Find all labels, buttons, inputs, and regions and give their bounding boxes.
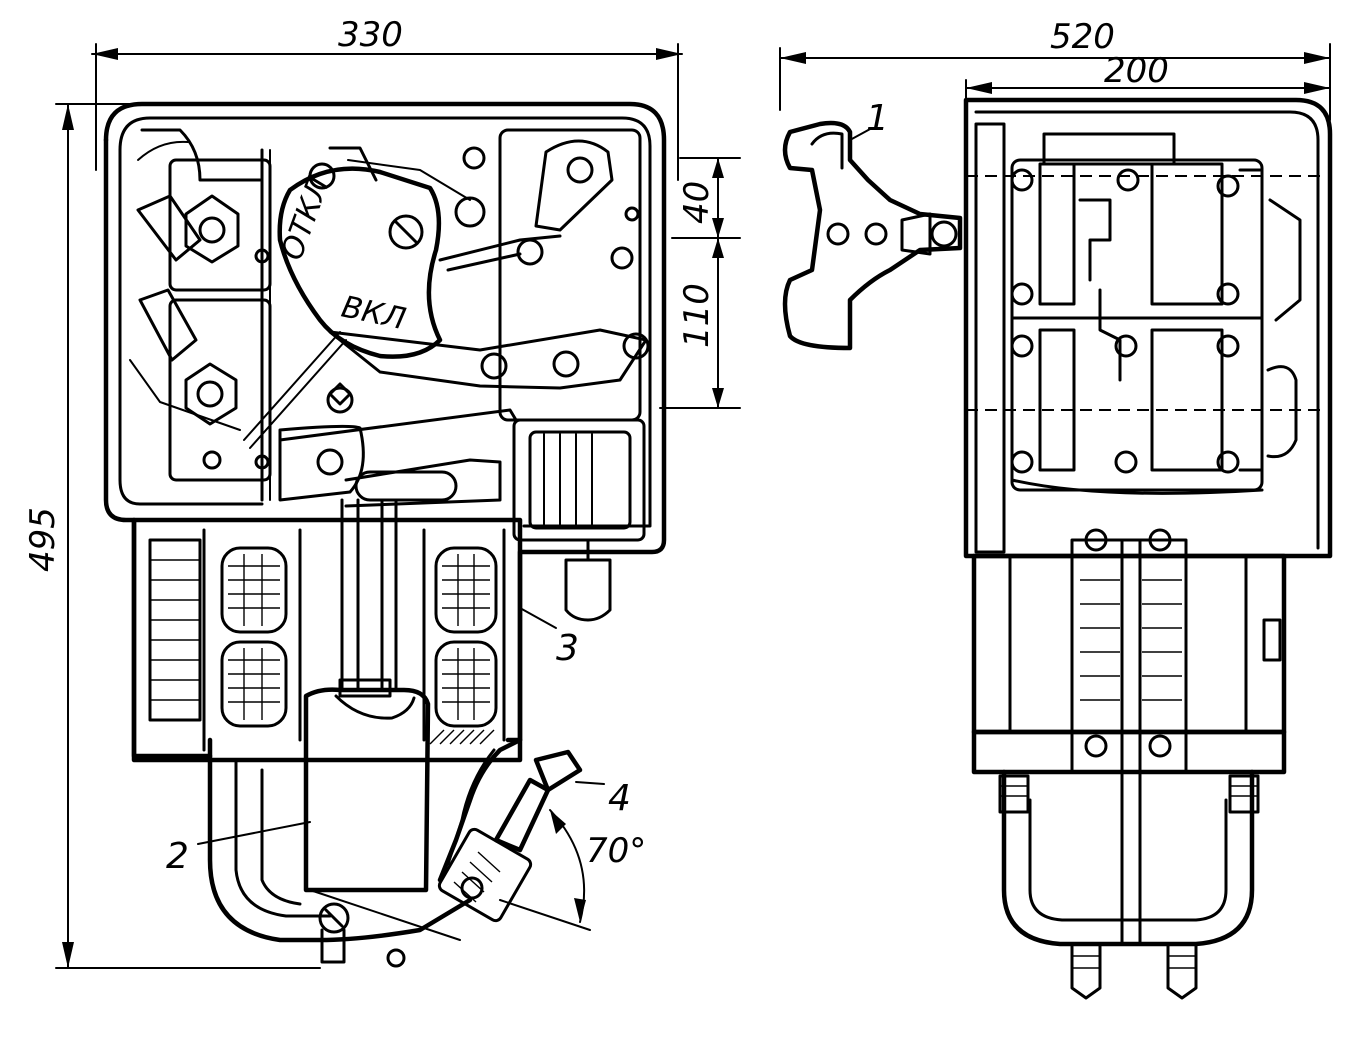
side-view: 520 200 1 [779,17,1333,1000]
otkl-label: ОТКЛ [275,172,337,265]
dim-200-label: 200 [1104,51,1169,91]
dim-40-label: 40 [677,181,717,224]
housing-outline [103,101,667,759]
callout-3: 3 [556,628,579,669]
dim-110-label: 110 [677,283,717,348]
linkage-bar [243,328,650,449]
right-mechanism [438,128,642,422]
electromagnet-body [131,517,523,763]
aux-switch-box [512,418,646,622]
bottom-yoke [207,729,523,943]
side-bottom [998,769,1260,1000]
vkl-label: ВКЛ [338,290,408,338]
side-coil [971,528,1287,946]
armature [303,678,461,968]
dimension-200: 200 [965,51,1331,131]
dim-495-label: 495 [23,507,63,572]
callout-4: 4 [608,778,631,819]
dimension-495: 495 [23,103,321,969]
callout-1: 1 [866,98,889,139]
dimension-40-110: 40 110 [659,157,741,409]
cam-plate: ОТКЛ ВКЛ [275,146,471,359]
angle-70: 70° [499,809,646,931]
lower-plate [278,424,521,521]
dimension-330: 330 [91,15,683,181]
front-callouts: 3 4 2 [166,607,631,877]
front-view: 330 495 40 110 [23,15,741,969]
callout-2: 2 [166,836,189,877]
rods [340,498,398,692]
angle-70-label: 70° [586,831,646,871]
dim-330-label: 330 [338,15,403,55]
left-contact-panel [129,148,272,502]
manual-lever [437,749,583,923]
dim-520-label: 520 [1050,17,1115,57]
handle-part: 1 [782,98,963,351]
dimension-520: 520 [779,17,1331,121]
side-housing [963,97,1333,559]
